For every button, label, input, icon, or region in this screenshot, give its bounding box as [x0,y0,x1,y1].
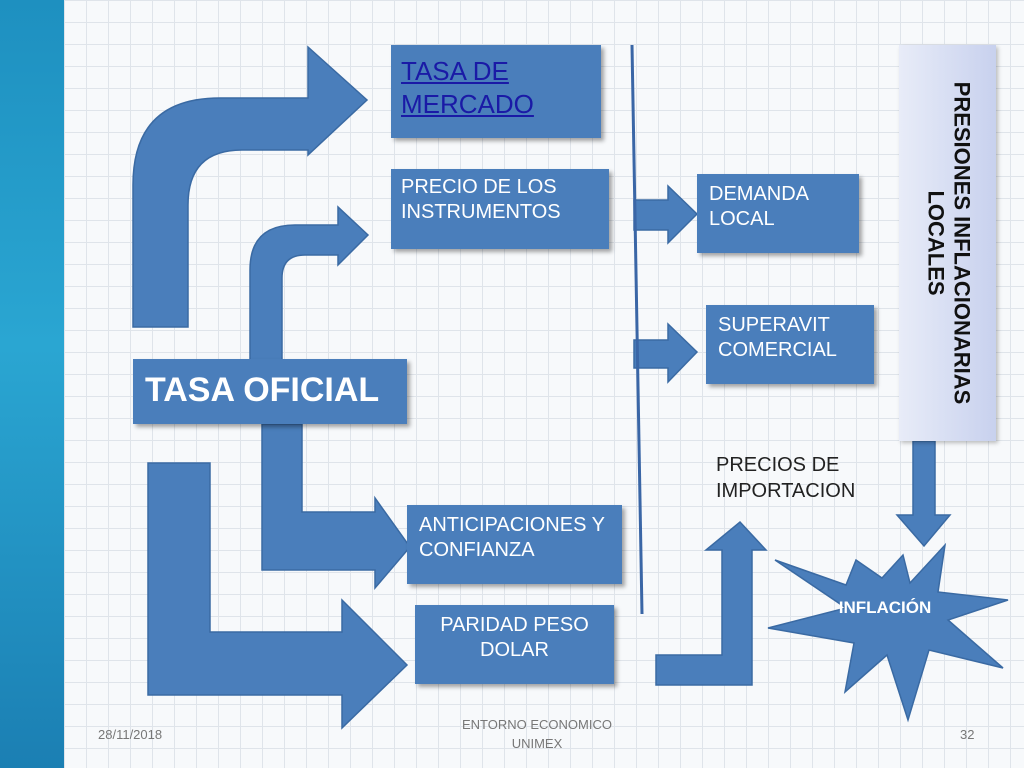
inflacion-label: INFLACIÓN [838,598,932,617]
arrow-to-inflacion [895,440,952,548]
tasa-oficial-label: TASA OFICIAL [145,371,380,409]
tasa-mercado-box[interactable]: TASA DE MERCADO [391,45,601,138]
arrow-to-tasa-mercado [132,45,369,328]
tasa-oficial-box: TASA OFICIAL [133,359,407,424]
inflacion-star [767,542,1009,723]
presiones-inflacionarias-box: PRESIONES INFLACIONARIAS LOCALES [899,45,996,441]
precios-importacion-label: PRECIOS DE IMPORTACION [716,454,856,502]
demanda-local-label: DEMANDA LOCAL [709,183,808,230]
paridad-label: PARIDAD PESO DOLAR [440,614,589,661]
arrow-to-superavit [633,322,699,384]
sidebar-decoration [0,0,64,768]
arrow-to-precios-importacion [655,520,768,686]
precio-instrumentos-label: PRECIO DE LOS INSTRUMENTOS [401,176,561,223]
arrow-to-paridad [147,462,409,730]
arrow-to-demanda-local [633,184,699,245]
tasa-mercado-link[interactable]: TASA DE MERCADO [401,56,534,119]
precio-instrumentos-box: PRECIO DE LOS INSTRUMENTOS [391,169,609,249]
footer-date: 28/11/2018 [98,727,163,742]
anticipaciones-box: ANTICIPACIONES Y CONFIANZA [407,505,622,584]
superavit-comercial-box: SUPERAVIT COMERCIAL [706,305,874,384]
superavit-comercial-label: SUPERAVIT COMERCIAL [718,314,837,361]
footer-page-number: 32 [960,727,975,742]
anticipaciones-label: ANTICIPACIONES Y CONFIANZA [419,514,605,561]
paridad-box: PARIDAD PESO DOLAR [415,605,614,684]
arrow-to-anticipaciones [261,423,411,591]
arrow-to-precio-instrumentos [249,205,370,361]
presiones-inflacionarias-label: PRESIONES INFLACIONARIAS LOCALES [922,81,974,405]
footer-title: ENTORNO ECONOMICO UNIMEX [462,717,612,751]
divider-line [630,44,644,615]
demanda-local-box: DEMANDA LOCAL [697,174,859,253]
